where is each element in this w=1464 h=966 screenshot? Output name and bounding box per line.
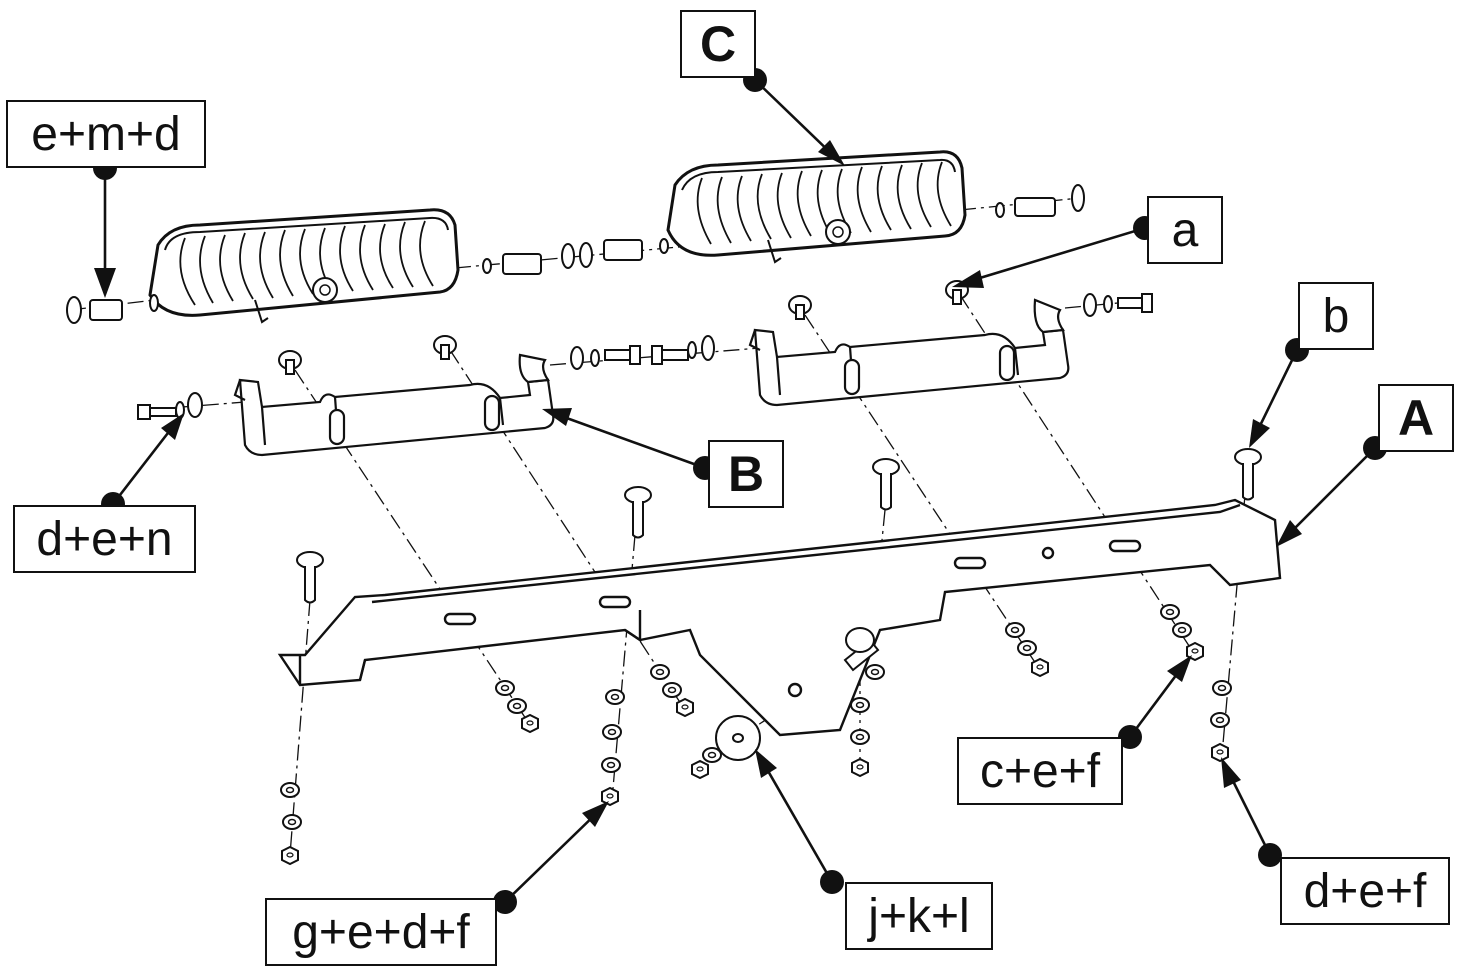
leader-lines: [103, 79, 1376, 903]
callout-B: B: [708, 440, 784, 508]
callout-b: b: [1298, 282, 1374, 350]
bracket-right: [748, 298, 1070, 407]
callout-C: C: [680, 10, 756, 78]
pivot-hardware: [691, 627, 880, 779]
callout-a: a: [1147, 196, 1223, 264]
callout-d-e-f: d+e+f: [1280, 857, 1450, 925]
callout-d-e-n: d+e+n: [13, 505, 196, 573]
callout-g-e-d-f: g+e+d+f: [265, 898, 497, 966]
light-hardware: [66, 184, 1085, 324]
light-bar-right: [666, 150, 967, 264]
light-bar-left: [148, 208, 460, 324]
main-bar: [277, 498, 1282, 737]
callout-c-e-f: c+e+f: [957, 737, 1123, 805]
leader-dots: [93, 68, 1387, 914]
bracket-hardware: [137, 293, 1153, 420]
bracket-left: [233, 353, 555, 457]
callout-e-m-d: e+m+d: [6, 100, 206, 168]
leader-arrowheads: [94, 140, 1302, 827]
callout-A: A: [1378, 384, 1454, 452]
callout-j-k-l: j+k+l: [845, 882, 993, 950]
